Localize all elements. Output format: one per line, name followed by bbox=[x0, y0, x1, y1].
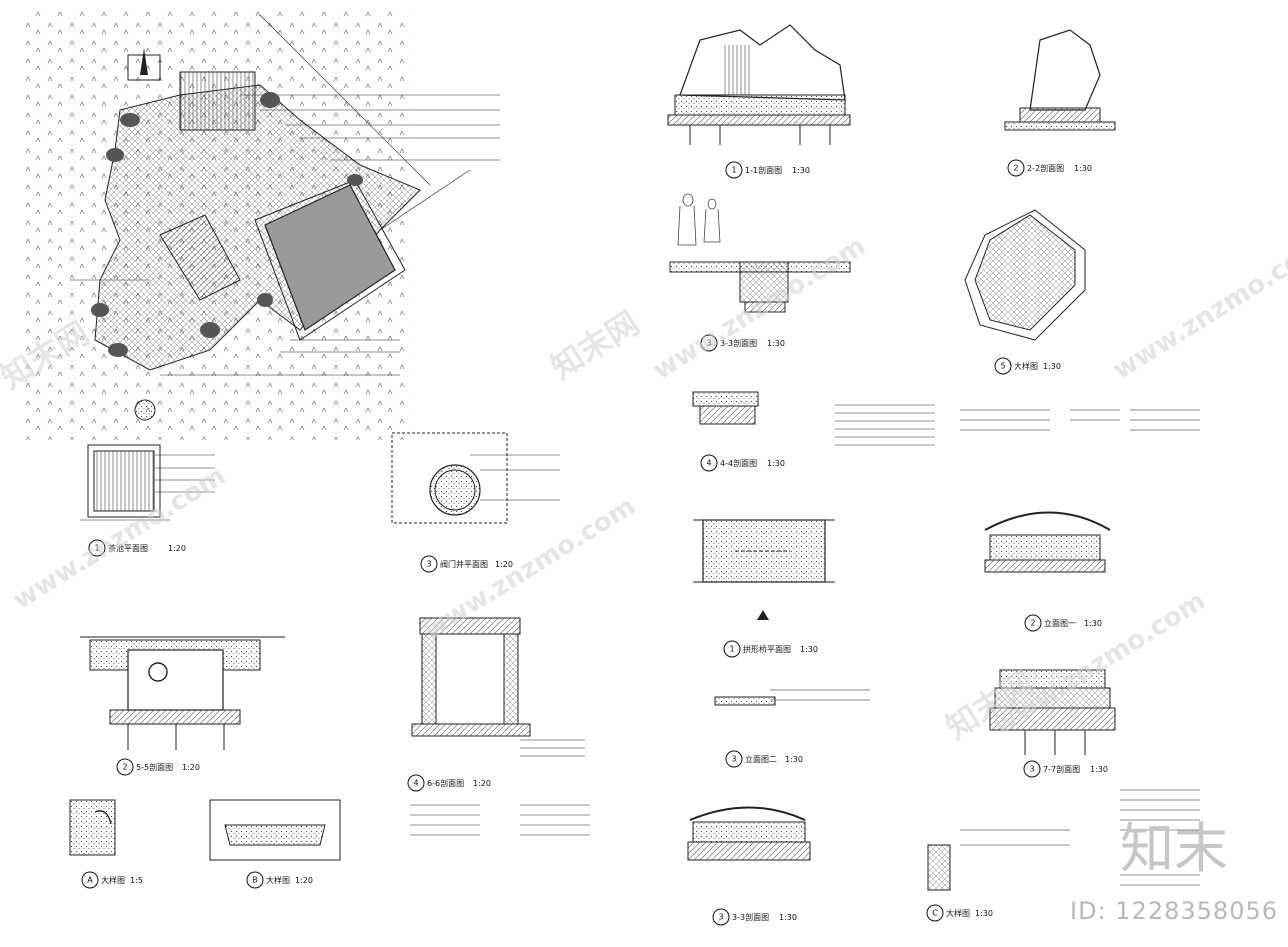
detail-a-b bbox=[69, 799, 590, 861]
title-detC: 大样图 bbox=[946, 908, 970, 918]
section-2-2 bbox=[1004, 29, 1116, 131]
marker-2b: 2 bbox=[1013, 164, 1018, 173]
bridge-plan bbox=[693, 519, 835, 620]
title-detB: 大样图 bbox=[266, 875, 290, 885]
section-4-4 bbox=[692, 391, 1200, 446]
section-6-6 bbox=[411, 617, 585, 757]
marker-1c: 1 bbox=[729, 645, 734, 654]
title-elev1-scale: 1:30 bbox=[1084, 619, 1102, 628]
section-3-3-bridge bbox=[687, 806, 811, 861]
section-7-7 bbox=[989, 669, 1116, 755]
title-s55: 5-5剖面图 bbox=[136, 762, 173, 772]
title-s33: 3-3剖面图 bbox=[720, 338, 757, 348]
marker-4a: 4 bbox=[413, 779, 418, 788]
title-detA-scale: 1:5 bbox=[130, 876, 143, 885]
marker-3a: 3 bbox=[426, 560, 431, 569]
title-s44: 4-4剖面图 bbox=[720, 458, 757, 468]
title-detC-scale: 1:30 bbox=[975, 909, 993, 918]
watermark-a5: www.znzmo.com bbox=[1108, 231, 1288, 386]
detail-plan-3 bbox=[391, 432, 560, 524]
title-bridge-plan-scale: 1:30 bbox=[800, 645, 818, 654]
title-d3-scale: 1:20 bbox=[495, 560, 513, 569]
title-s11-scale: 1:30 bbox=[792, 166, 810, 175]
marker-c: C bbox=[932, 909, 938, 918]
title-s22-scale: 1:30 bbox=[1074, 164, 1092, 173]
title-elev2-scale: 1:30 bbox=[785, 755, 803, 764]
title-det5-scale: 1:30 bbox=[1043, 362, 1061, 371]
marker-2a: 2 bbox=[122, 763, 127, 772]
section-3-3 bbox=[669, 193, 851, 313]
title-s77-scale: 1:30 bbox=[1090, 765, 1108, 774]
elevation-2 bbox=[714, 689, 870, 706]
detail-5 bbox=[964, 209, 1086, 341]
title-d1-scale: 1:20 bbox=[168, 544, 186, 553]
title-s22: 2-2剖面图 bbox=[1027, 163, 1064, 173]
section-5-5 bbox=[80, 636, 285, 750]
section-1-1 bbox=[667, 24, 851, 145]
marker-a: A bbox=[87, 876, 93, 885]
watermark-a3: www.znzmo.com bbox=[648, 231, 871, 386]
title-bridge-plan: 拱形桥平面图 bbox=[743, 644, 791, 654]
marker-3d: 3 bbox=[1029, 765, 1034, 774]
title-markers bbox=[81, 159, 1042, 926]
title-s33b: 3-3剖面图 bbox=[732, 912, 769, 922]
title-s11: 1-1剖面图 bbox=[745, 165, 782, 175]
marker-1a: 1 bbox=[94, 544, 99, 553]
marker-texts: 1 3 2 4 A B 1 2 3 4 5 1 2 3 3 3 C bbox=[87, 164, 1035, 922]
title-s55-scale: 1:20 bbox=[182, 763, 200, 772]
title-detB-scale: 1:20 bbox=[295, 876, 313, 885]
title-det5: 大样图 bbox=[1014, 361, 1038, 371]
marker-3b: 3 bbox=[706, 339, 711, 348]
title-s33-scale: 1:30 bbox=[767, 339, 785, 348]
detail-c bbox=[927, 789, 1200, 891]
detail-plan-1 bbox=[80, 444, 215, 521]
watermark-logo: 知末 bbox=[1120, 817, 1228, 880]
title-s44-scale: 1:30 bbox=[767, 459, 785, 468]
title-elev2: 立面图二 bbox=[745, 754, 777, 764]
marker-3e: 3 bbox=[718, 913, 723, 922]
title-detA: 大样图 bbox=[101, 875, 125, 885]
marker-2c: 2 bbox=[1030, 619, 1035, 628]
title-s33b-scale: 1:30 bbox=[779, 913, 797, 922]
title-s66-scale: 1:20 bbox=[473, 779, 491, 788]
marker-1b: 1 bbox=[731, 166, 736, 175]
title-s66: 6-6剖面图 bbox=[427, 778, 464, 788]
marker-4b: 4 bbox=[706, 459, 711, 468]
title-s77: 7-7剖面图 bbox=[1043, 764, 1080, 774]
watermark-id: ID: 1228358056 bbox=[1070, 897, 1278, 925]
title-d1: 茶池平面图 bbox=[108, 543, 148, 553]
watermark-b2: 知末网 bbox=[544, 304, 646, 387]
site-plan bbox=[20, 10, 500, 440]
title-elev1: 立面图一 bbox=[1044, 618, 1076, 628]
title-d3: 阀门井平面图 bbox=[440, 559, 488, 569]
marker-3c: 3 bbox=[731, 755, 736, 764]
marker-5b: 5 bbox=[1000, 362, 1005, 371]
marker-b: B bbox=[252, 876, 258, 885]
drawing-titles: 茶池平面图 1:20 阀门井平面图 1:20 5-5剖面图 1:20 6-6剖面… bbox=[101, 163, 1108, 922]
elevation-1 bbox=[984, 511, 1111, 573]
